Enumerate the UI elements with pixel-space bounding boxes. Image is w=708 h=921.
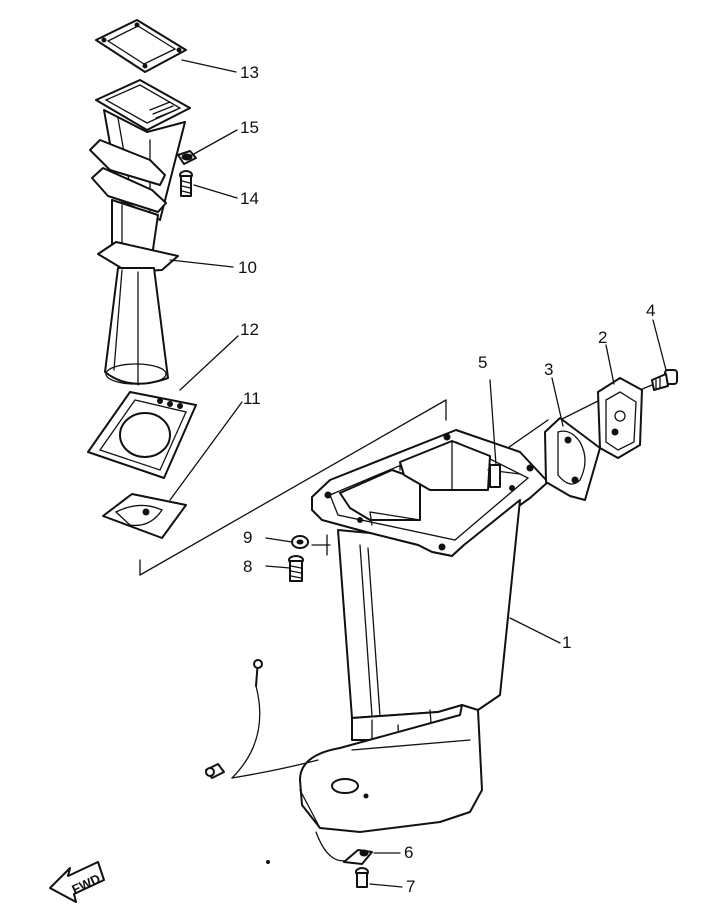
callout-12: 12 [240,320,259,339]
part-3-gasket [544,417,601,501]
part-7-bolt [355,867,369,888]
callout-6: 6 [404,843,413,862]
part-2-cover [597,377,643,459]
callout-14: 14 [240,189,259,208]
exhaust-guide-pipe [89,79,191,386]
part-12-plate [87,391,197,479]
callout-3: 3 [544,360,553,379]
callout-11: 11 [243,389,261,408]
callout-1: 1 [562,633,571,652]
part-14-bolt [179,170,193,197]
callout-7: 7 [406,877,415,896]
callout-10: 10 [238,258,257,277]
callout-4: 4 [646,301,655,320]
callout-2: 2 [598,328,607,347]
callout-15: 15 [240,118,259,137]
callout-8: 8 [243,557,252,576]
callout-labels: 1 2 3 4 5 6 7 8 9 10 11 12 13 14 15 [238,63,655,896]
part-1-upper-casing [299,429,549,833]
callout-9: 9 [243,528,252,547]
part-15-nut [177,150,197,165]
speck [266,860,270,864]
part-11-gasket [102,493,187,539]
callout-13: 13 [240,63,259,82]
part-4-bolt [651,369,678,391]
part-9-washer [291,535,309,549]
part-6-washer [343,849,373,865]
fwd-direction-arrow: FWD [49,861,105,903]
part-13-gasket [95,19,187,73]
leader-lines [169,59,667,888]
part-8-bolt [288,555,304,582]
callout-5: 5 [478,353,487,372]
